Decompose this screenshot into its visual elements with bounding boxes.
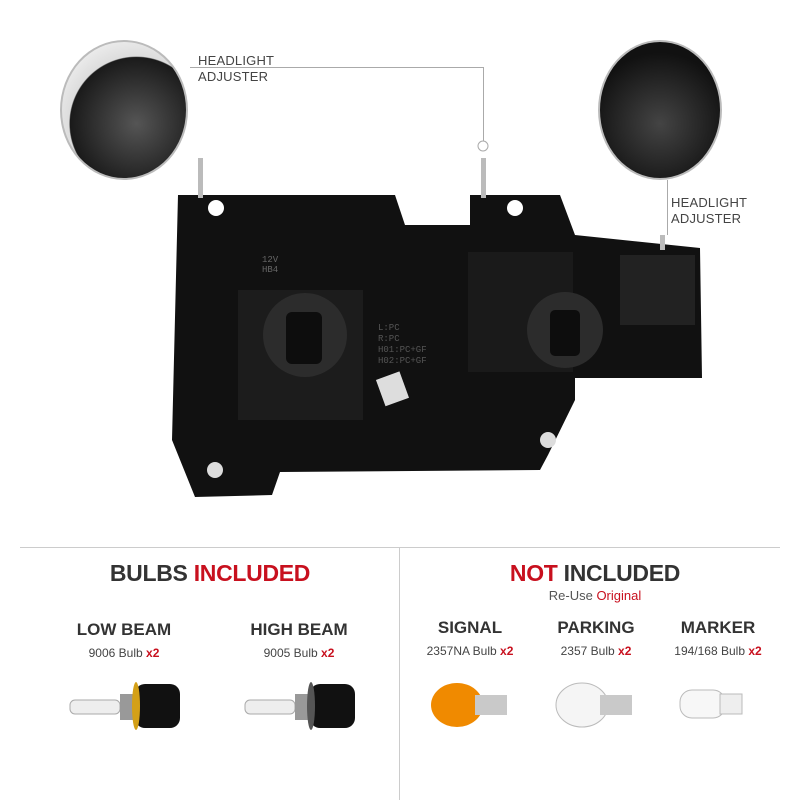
bulb-label: LOW BEAM [76,620,172,639]
bulb-label: MARKER [680,618,756,637]
bulb-spec: 9005 Bulb x2 [229,646,369,660]
svg-text:H02:PC+GF: H02:PC+GF [378,356,427,366]
title-highlight: NOT [509,560,558,586]
svg-text:R:PC: R:PC [378,334,400,344]
bulb-label: HIGH BEAM [250,620,348,639]
bulb-2357na-image [431,683,507,727]
bulbs-included-title: BULBS INCLUDED [0,560,420,587]
bulb-type: 2357NA Bulb [426,644,501,658]
reuse-original-note: Re-Use Original [400,588,790,603]
bulb-qty: x2 [618,644,632,658]
note-part: Re-Use [548,588,597,603]
bulb-qty: x2 [500,644,514,658]
bulb-spec: 2357NA Bulb x2 [400,644,540,658]
callout-text: HEADLIGHT [198,53,275,68]
bulb-spec: 9006 Bulb x2 [54,646,194,660]
bulb-type: 9005 Bulb [263,646,322,660]
svg-text:L:PC: L:PC [378,323,400,333]
housing-voltage: 12V [262,255,279,265]
callout-text: ADJUSTER [671,211,742,226]
title-highlight: INCLUDED [193,560,311,586]
headlight-adjuster-callout-left: HEADLIGHT ADJUSTER [198,53,274,85]
bulb-2357-image [555,682,632,728]
bulb-spec: 2357 Bulb x2 [526,644,666,658]
bulb-type: 2357 Bulb [560,644,619,658]
bulb-item-marker: MARKER 194/168 Bulb x2 [648,618,788,658]
bulb-qty: x2 [146,646,160,660]
svg-text:HB4: HB4 [262,265,278,275]
title-part: BULBS [109,560,194,586]
bulb-label: SIGNAL [437,618,503,637]
right-adjuster-detail-image [598,40,722,180]
note-highlight: Original [596,588,642,603]
bulb-spec: 194/168 Bulb x2 [648,644,788,658]
bulb-qty: x2 [321,646,335,660]
bulb-item-parking: PARKING 2357 Bulb x2 [526,618,666,658]
title-part: INCLUDED [557,560,681,586]
headlight-adjuster-callout-right: HEADLIGHT ADJUSTER [671,195,747,227]
callout-text: ADJUSTER [198,69,269,84]
bulb-label: PARKING [557,618,635,637]
bulb-item-signal: SIGNAL 2357NA Bulb x2 [400,618,540,658]
bulb-9005-image [244,682,355,730]
left-adjuster-detail-image [60,40,188,180]
bulb-type: 194/168 Bulb [674,644,749,658]
not-included-title: NOT INCLUDED [400,560,790,587]
bulb-type: 9006 Bulb [88,646,147,660]
svg-text:H01:PC+GF: H01:PC+GF [378,345,427,355]
callout-text: HEADLIGHT [671,195,748,210]
bulb-qty: x2 [748,644,762,658]
bulb-194-image [679,689,743,719]
bulb-9006-image [69,682,180,730]
headlight-housing-image: 12V HB4 L:PC R:PC H01:PC+GF H02:PC+GF [172,140,702,497]
bulb-item-high-beam: HIGH BEAM 9005 Bulb x2 [229,620,369,660]
bulb-item-low-beam: LOW BEAM 9006 Bulb x2 [54,620,194,660]
column-divider [399,547,400,800]
section-divider [20,547,780,548]
